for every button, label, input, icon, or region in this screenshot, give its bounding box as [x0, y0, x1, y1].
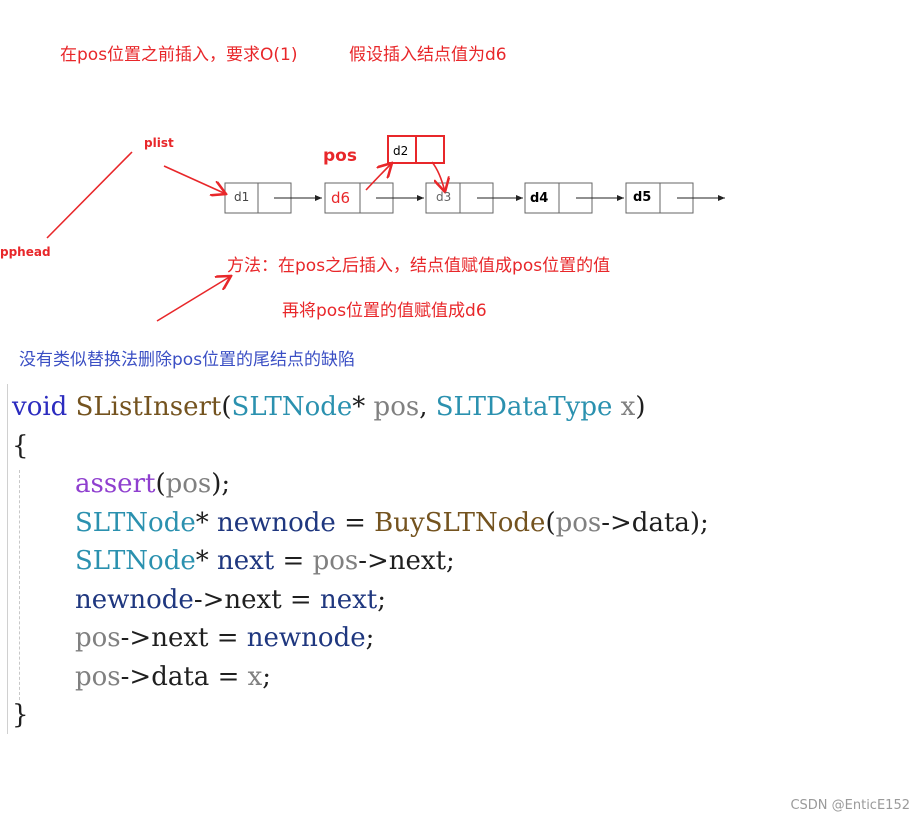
open-brace: { [12, 430, 29, 461]
punct: ->next; [358, 546, 455, 576]
param-pos: pos [75, 661, 121, 692]
pphead-label: pphead [0, 245, 51, 259]
punct: ( [155, 469, 166, 499]
var-newnode: newnode [75, 584, 194, 615]
close-brace: } [12, 700, 29, 730]
var-next: next [319, 584, 378, 615]
param-pos: pos [312, 546, 359, 576]
call-assert: assert [75, 469, 156, 499]
type-sltnode: SLTNode [75, 507, 196, 538]
code-line-3: assert(pos); [12, 465, 709, 504]
punct: = [274, 546, 313, 576]
var-newnode: newnode [246, 623, 366, 653]
node-d3-label: d3 [436, 190, 452, 204]
code-line-7: pos->next = newnode; [12, 619, 709, 658]
param-pos: pos [555, 507, 602, 538]
node-d5-label: d5 [633, 190, 652, 205]
editor-left-rule [7, 384, 8, 734]
code-line-5: SLTNode* next = pos->next; [12, 542, 709, 581]
punct: ; [377, 584, 386, 615]
pos-label: pos [323, 146, 357, 166]
plist-arrow [163, 165, 226, 194]
code-line-4: SLTNode* newnode = BuySLTNode(pos->data)… [12, 504, 709, 543]
plist-label: plist [144, 136, 174, 150]
punct: ; [262, 661, 272, 692]
type-sltdatatype: SLTDataType [435, 392, 613, 422]
punct: ->next = [193, 584, 320, 615]
param-x: x [247, 661, 263, 692]
param-pos: pos [75, 623, 121, 653]
code-block: void SListInsert(SLTNode* pos, SLTDataTy… [12, 388, 709, 735]
remark-text: 没有类似替换法删除pos位置的尾结点的缺陷 [19, 350, 356, 370]
heading-text-1: 在pos位置之前插入，要求O(1) [60, 45, 298, 65]
pphead-line [46, 151, 133, 239]
punct: ( [221, 392, 232, 422]
type-sltnode: SLTNode [231, 392, 353, 422]
punct: = [335, 507, 375, 538]
pphead-arrow [156, 276, 231, 322]
param-x: x [620, 392, 636, 422]
code-line-1: void SListInsert(SLTNode* pos, SLTDataTy… [12, 388, 709, 427]
node-d2-label: d2 [393, 144, 409, 158]
code-line-6: newnode->next = next; [12, 581, 709, 620]
indent-guide [19, 470, 20, 700]
punct [612, 392, 620, 422]
punct: * [195, 546, 217, 576]
param-pos: pos [165, 469, 212, 499]
punct: * [195, 507, 217, 538]
punct: ->data); [601, 507, 709, 538]
punct: ) [635, 392, 646, 422]
d6-to-d2-arrow [365, 163, 392, 191]
var-next: next [217, 546, 275, 576]
node-d2-red [387, 135, 445, 164]
punct: , [419, 392, 436, 422]
watermark: CSDN @EnticE152 [790, 798, 910, 813]
code-line-2: { [12, 427, 709, 466]
punct: ->next = [120, 623, 247, 653]
var-newnode: newnode [217, 507, 336, 538]
punct: ( [545, 507, 556, 538]
node-d4-label: d4 [530, 191, 549, 206]
method-line-2: 再将pos位置的值赋值成d6 [282, 301, 487, 321]
node-d1-label: d1 [234, 190, 250, 204]
punct: ); [211, 469, 231, 499]
function-name: SListInsert [75, 392, 222, 422]
heading-text-2: 假设插入结点值为d6 [349, 45, 507, 65]
code-line-8: pos->data = x; [12, 658, 709, 697]
method-line-1: 方法：在pos之后插入，结点值赋值成pos位置的值 [227, 256, 611, 276]
call-buysltnode: BuySLTNode [374, 507, 546, 538]
keyword-void: void [12, 392, 68, 422]
code-line-9: } [12, 696, 709, 735]
punct: * [352, 392, 374, 422]
node-d6-label: d6 [331, 189, 351, 207]
punct: ; [365, 623, 375, 653]
d2-to-d3-arrow [431, 161, 445, 192]
type-sltnode: SLTNode [75, 546, 196, 576]
punct: ->data = [120, 661, 248, 692]
node-d5 [625, 182, 694, 214]
param-pos: pos [373, 392, 420, 422]
node-d6 [324, 182, 394, 214]
linked-list-diagram [46, 135, 725, 322]
